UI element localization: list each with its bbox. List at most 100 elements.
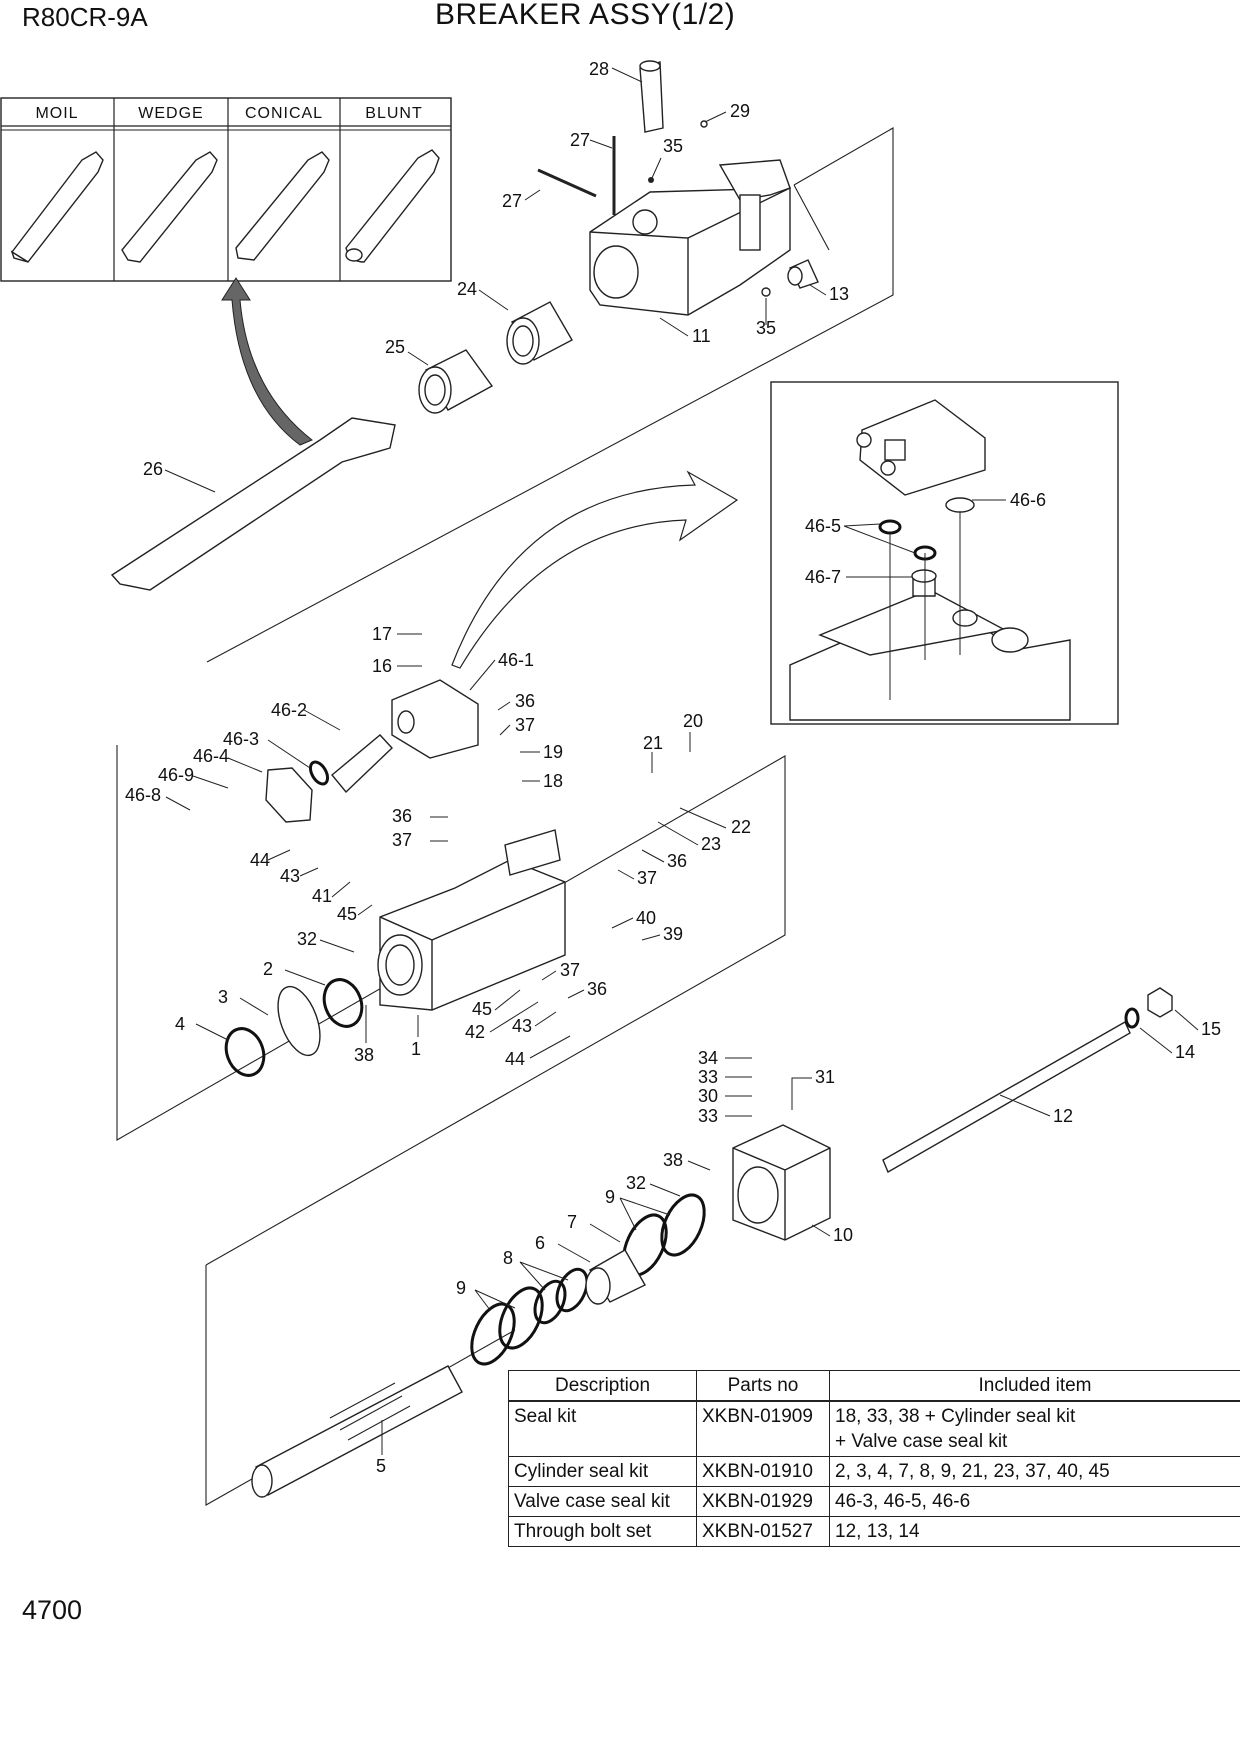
callout-36-a: 36 (515, 691, 535, 711)
back-head-assembly (205, 987, 1173, 1506)
row-included-items: 18, 33, 38 + Cylinder seal kit + Valve c… (829, 1400, 1240, 1457)
callout-10: 10 (833, 1225, 853, 1245)
row-parts-no: XKBN-01527 (696, 1516, 830, 1547)
header-included-item: Included item (829, 1370, 1240, 1402)
callout-45-b: 45 (472, 999, 492, 1019)
callout-36-b: 36 (392, 806, 412, 826)
callout-2: 2 (263, 959, 273, 979)
table-row: Through bolt set XKBN-01527 12, 13, 14 (508, 1516, 1240, 1547)
callout-12: 12 (1053, 1106, 1073, 1126)
page-title: BREAKER ASSY(1/2) (435, 0, 736, 31)
callout-8: 8 (503, 1248, 513, 1268)
table-row: Seal kit XKBN-01909 18, 33, 38 + Cylinde… (508, 1400, 1240, 1457)
callout-32-b: 32 (626, 1173, 646, 1193)
callout-39: 39 (663, 924, 683, 944)
row-description: Through bolt set (508, 1516, 697, 1547)
callout-7: 7 (567, 1212, 577, 1232)
callout-6: 6 (535, 1233, 545, 1253)
callout-43-b: 43 (512, 1016, 532, 1036)
callout-46-1: 46-1 (498, 650, 534, 670)
callout-37-a: 37 (515, 715, 535, 735)
tip-label-wedge: WEDGE (138, 105, 203, 122)
tool-tip-inset: MOIL WEDGE CONICAL BLUNT (0, 97, 452, 282)
row-included-items: 2, 3, 4, 7, 8, 9, 21, 23, 37, 40, 45 (829, 1456, 1240, 1487)
callout-9-lower: 9 (456, 1278, 466, 1298)
callout-46-6: 46-6 (1010, 490, 1046, 510)
callout-27-upper: 27 (570, 130, 590, 150)
detail-transfer-arrow (451, 470, 739, 669)
callout-38-a: 38 (354, 1045, 374, 1065)
callout-4: 4 (175, 1014, 185, 1034)
callout-46-4: 46-4 (193, 746, 229, 766)
front-head-assembly (110, 60, 894, 663)
callout-26: 26 (143, 459, 163, 479)
callout-1: 1 (411, 1039, 421, 1059)
wedge-tool-drawing (121, 151, 218, 263)
callout-21: 21 (643, 733, 663, 753)
callout-42: 42 (465, 1022, 485, 1042)
callout-46-8: 46-8 (125, 785, 161, 805)
callout-46-3: 46-3 (223, 729, 259, 749)
callout-30: 30 (698, 1086, 718, 1106)
row-description: Cylinder seal kit (508, 1456, 697, 1487)
callout-19: 19 (543, 742, 563, 762)
row-parts-no: XKBN-01910 (696, 1456, 830, 1487)
callout-38-b: 38 (663, 1150, 683, 1170)
header-parts-no: Parts no (696, 1370, 830, 1402)
callout-35-upper: 35 (663, 136, 683, 156)
table-header-row: Description Parts no Included item (508, 1370, 1240, 1402)
callout-44-b: 44 (505, 1049, 525, 1069)
tip-label-blunt: BLUNT (365, 105, 422, 122)
callout-16: 16 (372, 656, 392, 676)
seal-kit-table: Description Parts no Included item Seal … (508, 1370, 1240, 1547)
callout-36-c: 36 (667, 851, 687, 871)
tip-label-conical: CONICAL (245, 105, 323, 122)
blunt-tool-drawing (345, 149, 440, 263)
callout-numbers: 28 29 27 35 27 13 24 11 35 25 26 46-6 46… (125, 59, 1221, 1476)
included-line: + Valve case seal kit (835, 1431, 1008, 1452)
callout-20: 20 (683, 711, 703, 731)
leader-lines (164, 67, 1199, 1455)
row-parts-no: XKBN-01909 (696, 1400, 830, 1457)
model-name: R80CR-9A (22, 2, 148, 32)
callout-37-d: 37 (560, 960, 580, 980)
moil-tool-drawing (10, 151, 104, 263)
callout-31: 31 (815, 1067, 835, 1087)
callout-46-7: 46-7 (805, 567, 841, 587)
callout-41: 41 (312, 886, 332, 906)
callout-44-a: 44 (250, 850, 270, 870)
row-description: Seal kit (508, 1400, 697, 1457)
tip-label-moil: MOIL (35, 105, 78, 122)
callout-11: 11 (692, 326, 711, 346)
callout-3: 3 (218, 987, 228, 1007)
conical-tool-drawing (235, 151, 330, 261)
callout-17: 17 (372, 624, 392, 644)
callout-9-upper: 9 (605, 1187, 615, 1207)
callout-36-d: 36 (587, 979, 607, 999)
callout-46-9: 46-9 (158, 765, 194, 785)
cylinder-assembly (116, 679, 786, 1266)
callout-33-a: 33 (698, 1067, 718, 1087)
callout-37-b: 37 (392, 830, 412, 850)
callout-24: 24 (457, 279, 477, 299)
callout-37-c: 37 (637, 868, 657, 888)
included-line: 18, 33, 38 + Cylinder seal kit (835, 1406, 1076, 1427)
callout-45-a: 45 (337, 904, 357, 924)
tip-selection-arrow (221, 277, 313, 446)
table-row: Valve case seal kit XKBN-01929 46-3, 46-… (508, 1486, 1240, 1517)
callout-35-lower: 35 (756, 318, 776, 338)
callout-23: 23 (701, 834, 721, 854)
callout-5: 5 (376, 1456, 386, 1476)
callout-40: 40 (636, 908, 656, 928)
callout-13: 13 (829, 284, 849, 304)
callout-28: 28 (589, 59, 609, 79)
row-included-items: 46-3, 46-5, 46-6 (829, 1486, 1240, 1517)
row-included-items: 12, 13, 14 (829, 1516, 1240, 1547)
callout-46-5: 46-5 (805, 516, 841, 536)
row-parts-no: XKBN-01929 (696, 1486, 830, 1517)
page-number: 4700 (22, 1595, 83, 1625)
callout-27-lower: 27 (502, 191, 522, 211)
callout-14: 14 (1175, 1042, 1195, 1062)
table-row: Cylinder seal kit XKBN-01910 2, 3, 4, 7,… (508, 1456, 1240, 1487)
